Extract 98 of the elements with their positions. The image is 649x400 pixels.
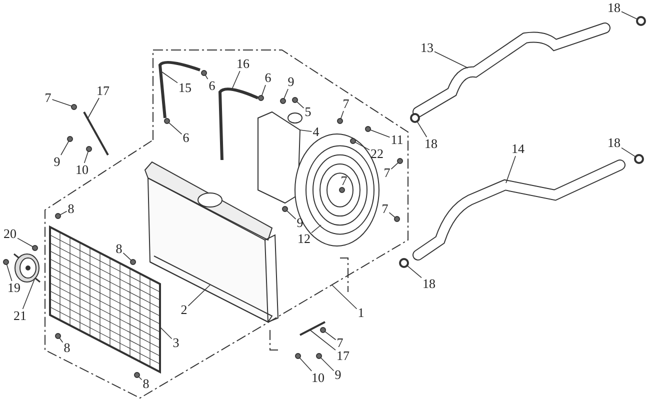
callout-number: 17: [336, 349, 350, 363]
callout-number: 7: [384, 166, 390, 180]
leader-line: [162, 72, 178, 84]
callout-number: 7: [44, 91, 52, 105]
callout-number: 8: [68, 202, 74, 216]
callout-number: 18: [422, 277, 436, 291]
hose-clamp-icon: [399, 258, 409, 268]
callout-number: 13: [420, 41, 434, 55]
callout-number: 2: [180, 303, 188, 317]
callout-number: 21: [14, 309, 26, 323]
leader-line: [160, 326, 172, 340]
leader-line: [88, 98, 100, 118]
bolt-icon: [295, 353, 301, 359]
callout-number: 15: [178, 81, 192, 95]
leader-line: [300, 130, 312, 132]
reservoir-tank-drawing: [258, 111, 302, 204]
leader-line: [168, 122, 182, 135]
leader-line: [340, 110, 344, 120]
callout-number: 9: [334, 368, 342, 382]
callout-number: 18: [424, 137, 438, 151]
callout-number: 17: [96, 84, 110, 98]
hose-drawing: [412, 22, 610, 118]
hose-drawing: [412, 160, 626, 260]
callout-number: 8: [116, 242, 122, 256]
callout-number: 18: [608, 136, 620, 150]
horn-drawing: [13, 253, 41, 283]
callout-number: 14: [512, 142, 524, 156]
leader-line: [621, 11, 638, 20]
callout-number: 7: [340, 174, 348, 188]
leader-line: [84, 150, 89, 164]
leader-line: [296, 101, 304, 108]
leader-line: [370, 129, 390, 138]
leader-line: [320, 357, 334, 372]
leader-line: [6, 264, 12, 282]
callout-number: 7: [336, 336, 344, 350]
leader-line: [388, 212, 396, 218]
leader-line: [286, 210, 296, 220]
leader-line: [232, 70, 240, 90]
leader-line: [138, 376, 142, 380]
callout-number: 7: [382, 202, 388, 216]
callout-number: 9: [54, 155, 60, 169]
leader-line: [59, 338, 64, 343]
callout-number: 20: [4, 227, 16, 241]
hose-clamp-icon: [410, 113, 420, 123]
leader-line: [354, 142, 370, 150]
callout-number: 8: [64, 341, 70, 355]
leader-line: [311, 224, 322, 234]
callout-number: 9: [296, 216, 304, 230]
callout-number: 5: [304, 105, 312, 119]
callout-number: 12: [298, 232, 310, 246]
hose-clamp-icon: [634, 154, 644, 164]
callout-number: 6: [182, 131, 190, 145]
mesh-grille-drawing: [49, 225, 161, 374]
leader-line: [310, 330, 336, 350]
leader-line: [60, 140, 70, 156]
leader-line: [22, 278, 36, 310]
leader-line: [416, 121, 428, 138]
callout-number: 16: [236, 57, 250, 71]
callout-number: 3: [172, 336, 180, 350]
leader-line: [60, 210, 68, 216]
leader-line: [332, 284, 358, 310]
callout-number: 22: [370, 147, 384, 161]
bolt-icon: [71, 104, 77, 110]
callout-number: 9: [288, 75, 294, 89]
callout-number: 6: [264, 71, 272, 85]
leader-line: [506, 156, 516, 184]
leader-line: [434, 51, 468, 68]
callout-number: 19: [8, 281, 20, 295]
leader-line: [284, 88, 288, 100]
bracket-drawing: [83, 112, 109, 156]
leader-line: [390, 162, 399, 170]
callout-number: 7: [342, 97, 350, 111]
leader-line: [324, 331, 336, 340]
dashed-frame-outline: [44, 50, 408, 399]
bolt-icon: [67, 136, 73, 142]
bolt-icon: [316, 353, 322, 359]
callout-number: 11: [390, 133, 404, 147]
bracket-drawing: [300, 321, 326, 336]
leader-line: [406, 265, 422, 278]
hose-clamp-icon: [636, 16, 646, 26]
callout-number: 6: [208, 79, 216, 93]
leader-line: [621, 147, 636, 158]
leader-line: [204, 74, 208, 80]
callout-number: 10: [312, 371, 324, 385]
leader-line: [122, 252, 132, 261]
callout-number: 10: [76, 163, 88, 177]
leader-line: [299, 357, 312, 372]
leader-line: [52, 99, 72, 107]
radiator-drawing: [144, 161, 279, 323]
leader-line: [188, 284, 210, 306]
callout-number: 8: [142, 377, 150, 391]
callout-number: 1: [358, 306, 364, 320]
leader-line: [17, 238, 34, 248]
bolt-icon: [32, 245, 38, 251]
callout-number: 18: [608, 1, 620, 15]
callout-number: 4: [312, 125, 320, 139]
leader-line: [261, 84, 266, 96]
bolt-icon: [3, 259, 9, 265]
